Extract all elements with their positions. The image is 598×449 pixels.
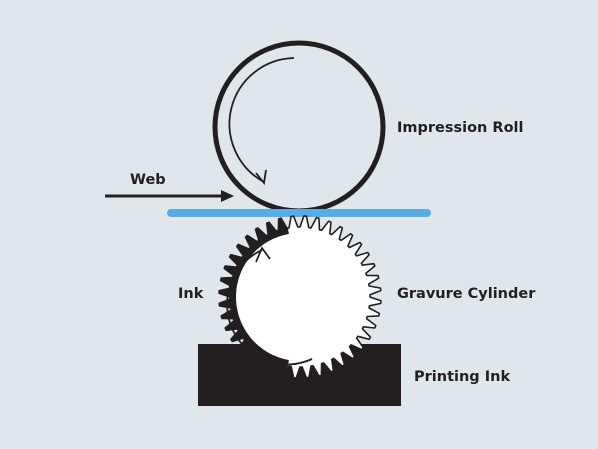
impression-roll-label: Impression Roll [397, 120, 524, 136]
web-label: Web [130, 172, 166, 188]
gravure-rotation-arrow [226, 249, 313, 366]
gravure-cylinder-label: Gravure Cylinder [397, 286, 536, 302]
printing-ink-label: Printing Ink [414, 369, 511, 385]
impression-roll-rotation-arrow [228, 57, 295, 183]
gravure-arrowhead [255, 246, 271, 263]
ink-label: Ink [178, 286, 204, 302]
web-arrowhead [221, 190, 234, 202]
impression-roll-arrowhead [255, 169, 267, 186]
impression-roll [212, 40, 386, 214]
